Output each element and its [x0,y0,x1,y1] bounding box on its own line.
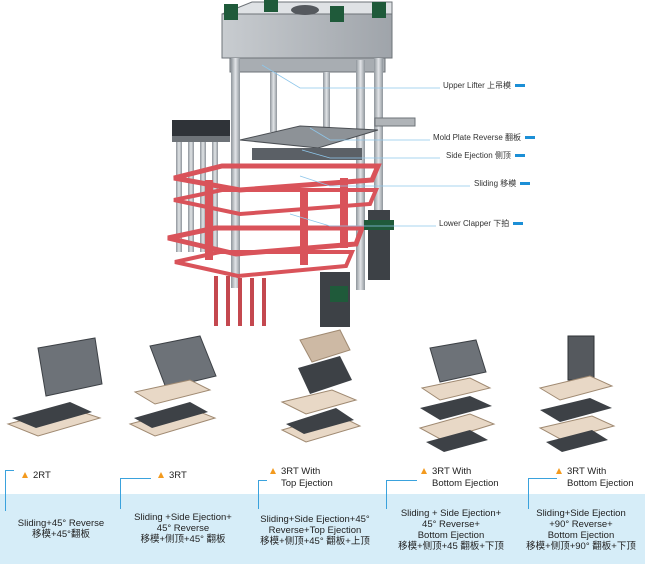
bracket-line [386,480,417,509]
config-desc-line: Bottom Ejection [547,530,615,541]
config-desc-line: 移模+45°翻板 [32,529,90,540]
config-title-3rt-bottom-ejection: 3RT With Bottom Ejection [421,466,499,490]
callout-label: Side Ejection 侧顶 [446,151,511,160]
callout-marker [514,154,525,157]
guide-columns [231,58,383,290]
config-title-line: Bottom Ejection [567,478,634,489]
callout-label: Mold Plate Reverse 翻板 [433,133,522,142]
bracket-line [120,478,151,509]
callout-marker [515,84,526,87]
triangle-marker-icon [270,468,276,474]
config-desc-line: Sliding+Side Ejection [536,508,626,519]
config-desc-line: 45° Reverse+ [422,519,480,530]
config-title-line: 3RT With [432,466,472,477]
config-title-line: Top Ejection [281,478,333,489]
leader-lines [261,64,470,227]
config-title-line: 3RT [169,470,187,481]
config-desc-line: Reverse+Top Ejection [268,525,362,536]
config-desc-line: 移模+侧顶+45° 翻板 [140,534,226,545]
green-cap [372,2,386,18]
config-illustration-3rt-bottom-ejection-90 [538,335,616,452]
config-illustration-3rt-bottom-ejection [418,339,496,452]
config-illustration-3rt-top-ejection [280,329,362,443]
config-title-3rt-bottom-ejection-90: 3RT With Bottom Ejection [556,466,634,490]
green-cap [224,4,238,20]
config-desc-3rt: Sliding +Side Ejection+ 45° Reverse 移模+侧… [118,512,248,545]
config-desc-line: +90° Reverse+ [549,519,613,530]
config-title-line: 3RT With [281,466,321,477]
config-desc-line: 移模+侧顶+45 翻板+下顶 [398,541,504,552]
callout-marker [520,182,531,185]
triangle-marker-icon [556,468,562,474]
config-title-2rt: 2RT [22,470,51,482]
description-band [0,494,645,564]
bracket-line [258,480,267,509]
config-title-line: 3RT With [567,466,607,477]
callout-label: Sliding 移模 [474,179,517,188]
config-desc-line: 移模+侧顶+90° 翻板+下顶 [526,541,636,552]
callout-sliding: Sliding 移模 [474,178,531,189]
triangle-marker-icon [22,472,28,478]
config-desc-line: Sliding + Side Ejection+ [400,508,502,519]
callout-upper-lifter: Upper Lifter 上吊模 [443,80,526,91]
callout-marker [525,136,536,139]
callout-marker [513,222,524,225]
config-desc-line: Sliding+Side Ejection+45° [260,514,370,525]
green-cap [330,6,344,22]
config-illustration-3rt [128,335,217,437]
triangle-marker-icon [421,468,427,474]
bracket-line [5,470,14,511]
config-title-3rt-top-ejection: 3RT With Top Ejection [270,466,333,490]
upper-block [221,0,393,73]
bracket-line [528,478,557,509]
config-desc-3rt-top-ejection: Sliding+Side Ejection+45° Reverse+Top Ej… [250,514,380,547]
config-title-line: Bottom Ejection [432,478,499,489]
config-desc-line: 45° Reverse [156,523,210,534]
callout-side-ejection: Side Ejection 侧顶 [446,150,525,161]
triangle-marker-icon [158,472,164,478]
callout-label: Lower Clapper 下拍 [439,219,510,228]
config-desc-3rt-bottom-ejection-90: Sliding+Side Ejection +90° Reverse+ Bott… [517,508,645,552]
red-frame [167,163,382,279]
green-cap [264,0,278,12]
config-title-line: 2RT [33,470,51,481]
config-desc-line: Bottom Ejection [417,530,485,541]
lower-clapper-unit [330,210,394,302]
mold-plate-reverse [239,117,416,160]
config-desc-line: Sliding+45° Reverse [17,518,105,529]
config-desc-3rt-bottom-ejection: Sliding + Side Ejection+ 45° Reverse+ Bo… [384,508,518,552]
config-illustration-2rt [6,337,103,437]
callout-mold-plate-reverse: Mold Plate Reverse 翻板 [433,132,536,143]
config-desc-line: 移模+侧顶+45° 翻板+上顶 [260,536,370,547]
config-desc-line: Sliding +Side Ejection+ [134,512,232,523]
config-title-3rt: 3RT [158,470,187,482]
config-desc-2rt: Sliding+45° Reverse 移模+45°翻板 [6,518,116,540]
callout-lower-clapper: Lower Clapper 下拍 [439,218,524,229]
callout-label: Upper Lifter 上吊模 [443,81,512,90]
